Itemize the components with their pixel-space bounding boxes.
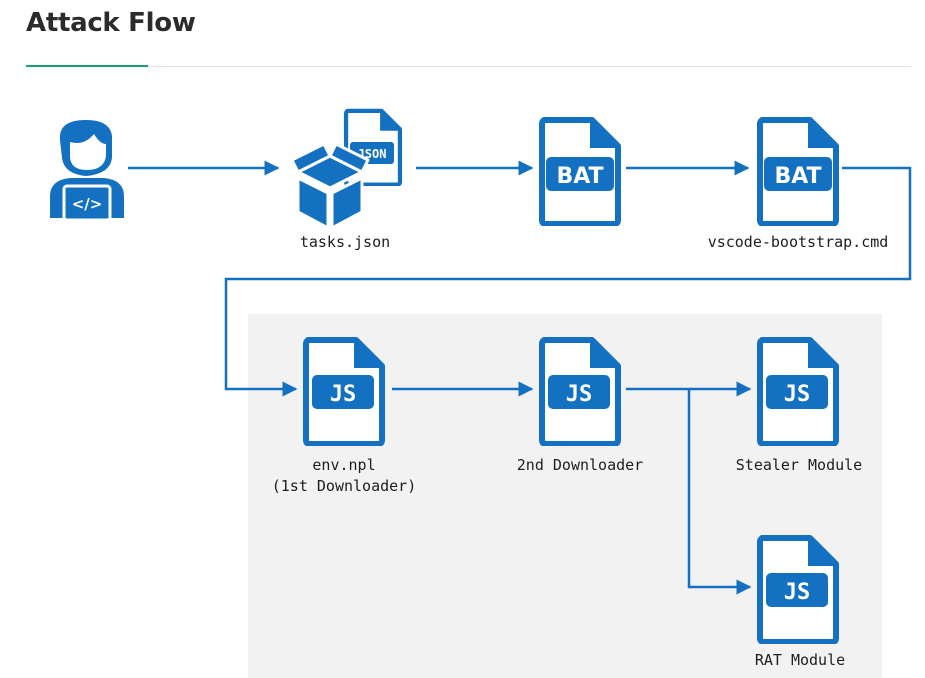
edge-bootstrap-to-env: [224, 166, 912, 397]
bat-file-icon: BAT: [760, 120, 836, 224]
developer-icon: </>: [50, 120, 124, 222]
node-label-2nd-downloader: 2nd Downloader: [516, 456, 644, 474]
js-file-icon: JS: [760, 538, 836, 642]
title-divider: [26, 66, 911, 67]
node-label-rat: RAT Module: [754, 651, 846, 669]
svg-text:</>: </>: [72, 195, 103, 213]
badge-js-env: JS: [330, 382, 357, 407]
node-label-tasks-json: tasks.json: [299, 233, 391, 251]
package-json-icon: JSON: [290, 111, 400, 230]
edge-downloader-to-rat: [687, 389, 752, 595]
title-accent-bar: [26, 65, 148, 67]
node-label-bootstrap: vscode-bootstrap.cmd: [707, 233, 889, 251]
badge-js-downloader: JS: [566, 382, 593, 407]
page-title: Attack Flow: [26, 8, 196, 38]
node-label-env-npl: env.npl: [312, 456, 376, 474]
badge-js-rat: JS: [784, 580, 811, 605]
flow-edges: [128, 160, 912, 595]
bat-file-icon: BAT: [542, 120, 618, 224]
badge-bat-2: BAT: [774, 164, 821, 189]
badge-bat-1: BAT: [556, 164, 603, 189]
node-label-stealer: Stealer Module: [735, 456, 863, 474]
js-file-icon: JS: [542, 340, 618, 444]
badge-js-stealer: JS: [784, 382, 811, 407]
node-sublabel-env-npl: (1st Downloader): [271, 477, 417, 495]
js-file-icon: JS: [306, 340, 382, 444]
js-file-icon: JS: [760, 340, 836, 444]
